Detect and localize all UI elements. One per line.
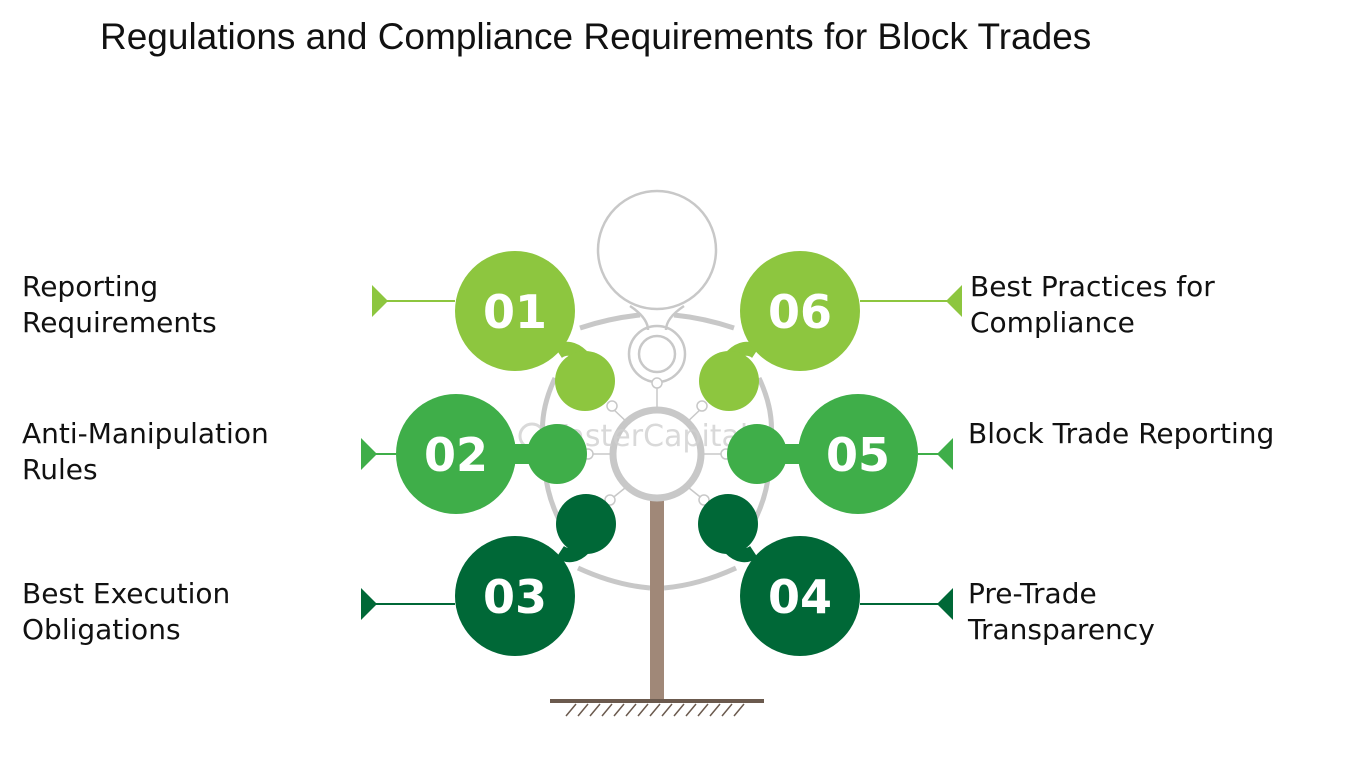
item-03-label-line-2: Obligations xyxy=(22,613,181,646)
item-02-number: 02 xyxy=(424,428,488,482)
ground-hatch xyxy=(565,703,745,717)
item-01-label: Reporting Requirements xyxy=(22,269,217,341)
item-02-label: Anti-Manipulation Rules xyxy=(22,416,269,488)
tree-trunk xyxy=(650,496,664,700)
ground-line xyxy=(550,699,764,703)
item-01-balloon: 01 xyxy=(372,251,615,411)
item-04-label-line-2: Transparency xyxy=(968,613,1155,646)
item-05-label: Block Trade Reporting xyxy=(968,416,1274,452)
item-02-label-line-1: Anti-Manipulation xyxy=(22,417,269,450)
item-04-balloon: 04 xyxy=(698,494,953,656)
item-05-label-line-1: Block Trade Reporting xyxy=(968,417,1275,450)
page-title: Regulations and Compliance Requirements … xyxy=(100,16,1092,57)
center-hub xyxy=(609,406,705,502)
item-03-label: Best Execution Obligations xyxy=(22,576,230,648)
item-03-balloon: 03 xyxy=(361,494,616,656)
item-06-balloon: 06 xyxy=(699,251,962,411)
top-balloon-outline xyxy=(596,189,718,384)
item-03-number: 03 xyxy=(483,570,547,624)
item-01-label-line-2: Requirements xyxy=(22,306,217,339)
item-04-label-line-1: Pre-Trade xyxy=(968,577,1097,610)
item-05-number: 05 xyxy=(826,428,890,482)
item-06-label-line-1: Best Practices for xyxy=(970,270,1215,303)
item-06-label: Best Practices for Compliance xyxy=(970,269,1215,341)
item-04-number: 04 xyxy=(768,570,832,624)
item-02-label-line-2: Rules xyxy=(22,453,98,486)
item-06-label-line-2: Compliance xyxy=(970,306,1135,339)
item-03-label-line-1: Best Execution xyxy=(22,577,231,610)
item-04-label: Pre-Trade Transparency xyxy=(968,576,1155,648)
item-01-number: 01 xyxy=(483,285,547,339)
item-06-number: 06 xyxy=(768,285,832,339)
item-05-balloon: 05 xyxy=(727,394,953,514)
item-01-label-line-1: Reporting xyxy=(22,270,159,303)
item-02-balloon: 02 xyxy=(361,394,587,514)
